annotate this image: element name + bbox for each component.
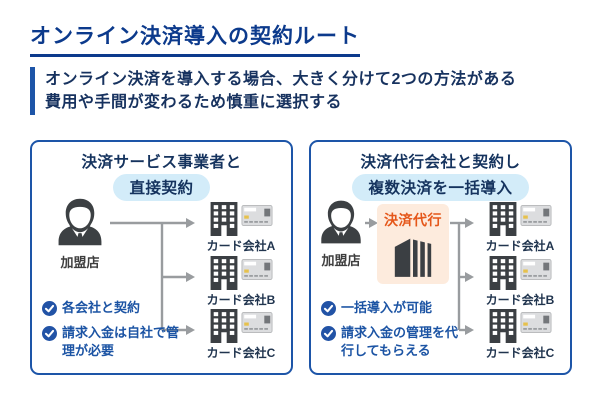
page-title: オンライン決済導入の契約ルート xyxy=(30,20,360,57)
merchant-label: 加盟店 xyxy=(321,253,361,268)
panel-agent-contract: 決済代行会社と契約し 複数決済を一括導入 xyxy=(309,140,572,375)
note-item: 各会社と契約 xyxy=(42,299,188,317)
card-company-b-right: カード会社B xyxy=(477,256,563,308)
card-company-label: カード会社B xyxy=(485,293,555,307)
payment-agent-box: 決済代行 xyxy=(377,204,449,284)
credit-card-icon xyxy=(240,259,273,280)
panel-left-heading: 決済サービス事業者と 直接契約 xyxy=(32,150,291,201)
check-circle-icon xyxy=(321,326,336,341)
payment-agent-label: 決済代行 xyxy=(384,212,442,228)
note-text: 請求入金は自社で管理が必要 xyxy=(62,325,180,359)
panel-direct-contract: 決済サービス事業者と 直接契約 xyxy=(30,140,293,375)
panel-right-heading: 決済代行会社と契約し 複数決済を一括導入 xyxy=(311,150,570,201)
office-building-icon xyxy=(210,202,237,236)
panel-left-heading-highlight: 直接契約 xyxy=(113,174,210,201)
lead-line-2: 費用や手間が変わるため慎重に選択する xyxy=(45,94,343,112)
panel-left-heading-line1: 決済サービス事業者と xyxy=(81,154,242,171)
office-building-icon xyxy=(489,202,516,236)
note-item: 一括導入が可能 xyxy=(321,299,467,317)
lead-line-1: オンライン決済を導入する場合、大きく分けて2つの方法がある xyxy=(45,71,517,88)
card-company-label: カード会社C xyxy=(485,346,555,360)
panels-row: 決済サービス事業者と 直接契約 xyxy=(30,140,572,375)
note-text: 請求入金の管理を代行してもらえる xyxy=(341,325,459,359)
card-company-c-left: カード会社C xyxy=(198,309,284,361)
pillar-building-icon xyxy=(394,238,432,277)
business-person-icon xyxy=(321,200,361,244)
business-person-icon xyxy=(58,198,102,246)
note-text: 一括導入が可能 xyxy=(341,300,433,315)
office-building-icon xyxy=(489,256,516,290)
note-item: 請求入金は自社で管理が必要 xyxy=(42,324,188,360)
card-company-a-left: カード会社A xyxy=(198,202,284,254)
card-company-label: カード会社C xyxy=(206,346,276,360)
credit-card-icon xyxy=(240,205,273,226)
card-company-label: カード会社A xyxy=(485,239,555,253)
card-company-label: カード会社B xyxy=(206,293,276,307)
credit-card-icon xyxy=(519,312,552,333)
check-circle-icon xyxy=(42,326,57,341)
office-building-icon xyxy=(210,309,237,343)
check-circle-icon xyxy=(42,301,57,316)
office-building-icon xyxy=(489,309,516,343)
card-company-label: カード会社A xyxy=(206,239,276,253)
note-text: 各会社と契約 xyxy=(62,300,141,315)
note-item: 請求入金の管理を代行してもらえる xyxy=(321,324,467,360)
merchant-right: 加盟店 xyxy=(315,200,367,269)
card-company-c-right: カード会社C xyxy=(477,309,563,361)
merchant-label: 加盟店 xyxy=(60,255,100,270)
credit-card-icon xyxy=(240,312,273,333)
check-circle-icon xyxy=(321,301,336,316)
credit-card-icon xyxy=(519,259,552,280)
card-company-b-left: カード会社B xyxy=(198,256,284,308)
lead-text: オンライン決済を導入する場合、大きく分けて2つの方法がある 費用や手間が変わるた… xyxy=(30,67,517,116)
panel-right-heading-highlight: 複数決済を一括導入 xyxy=(352,174,529,201)
office-building-icon xyxy=(210,256,237,290)
panel-right-heading-line1: 決済代行会社と契約し xyxy=(360,154,521,171)
merchant-left: 加盟店 xyxy=(48,198,112,271)
credit-card-icon xyxy=(519,205,552,226)
card-company-a-right: カード会社A xyxy=(477,202,563,254)
